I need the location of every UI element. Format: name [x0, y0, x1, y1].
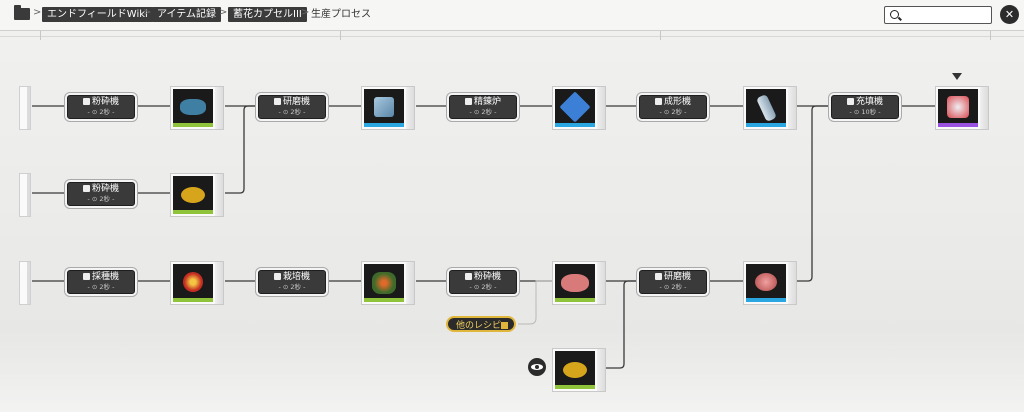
machine-node[interactable]: 栽培機 - ⊙ 2秒 - — [258, 270, 326, 294]
filler-icon — [846, 98, 854, 105]
breadcrumb-current: 生産プロセス — [311, 9, 371, 20]
machine-node[interactable]: 研磨機 - ⊙ 2秒 - — [258, 95, 326, 119]
eye-icon[interactable] — [528, 358, 546, 376]
target-marker-icon — [952, 73, 962, 80]
folder-icon[interactable] — [14, 5, 30, 20]
crusher-icon — [82, 185, 90, 192]
capsule-icon — [947, 96, 969, 118]
machine-duration: - ⊙ 2秒 - — [659, 108, 687, 116]
machine-node[interactable]: 採種機 - ⊙ 2秒 - — [67, 270, 135, 294]
machine-name: 採種機 — [68, 272, 134, 283]
other-recipe-label: 他のレシピ — [456, 321, 502, 331]
furnace-icon — [464, 98, 472, 105]
machine-node[interactable]: 研磨機 - ⊙ 2秒 - — [639, 270, 707, 294]
gold-ore-icon — [563, 362, 587, 378]
planter-icon — [273, 273, 281, 280]
machine-name: 精錬炉 — [450, 97, 516, 108]
machine-name: 充填機 — [832, 97, 898, 108]
breadcrumb-separator: > — [301, 7, 310, 18]
bottle-icon — [756, 93, 777, 123]
cube-icon — [374, 97, 394, 117]
machine-node[interactable]: 粉砕機 - ⊙ 2秒 - — [67, 182, 135, 206]
machine-name: 研磨機 — [259, 97, 325, 108]
machine-node[interactable]: 充填機 - ⊙ 10秒 - — [831, 95, 899, 119]
crusher-icon — [82, 98, 90, 105]
machine-duration: - ⊙ 2秒 - — [278, 108, 306, 116]
ruler-tick — [990, 31, 991, 40]
ruler-tick — [660, 31, 661, 40]
top-bar: > エンドフィールドWiki > アイテム記録 > 蓄花カプセルIII > 生産… — [0, 0, 1024, 31]
seed-picker-icon — [82, 273, 90, 280]
header-divider — [0, 36, 1024, 37]
ground-powder-icon — [755, 273, 777, 291]
item-card[interactable] — [170, 261, 224, 305]
grinder-icon — [273, 98, 281, 105]
breadcrumb-separator: > — [219, 7, 228, 18]
crusher-icon — [464, 273, 472, 280]
search-icon[interactable] — [890, 10, 899, 19]
item-card[interactable] — [552, 261, 606, 305]
molder-icon — [654, 98, 662, 105]
item-card[interactable] — [743, 261, 797, 305]
ground-haze — [0, 330, 1024, 412]
item-card[interactable] — [552, 348, 606, 392]
source-node — [19, 86, 31, 130]
other-recipe-button[interactable]: 他のレシピ — [446, 316, 516, 332]
powder-icon — [561, 274, 589, 292]
machine-duration: - ⊙ 2秒 - — [87, 283, 115, 291]
machine-name: 栽培機 — [259, 272, 325, 283]
machine-duration: - ⊙ 2秒 - — [278, 283, 306, 291]
item-card[interactable] — [743, 86, 797, 130]
machine-duration: - ⊙ 2秒 - — [659, 283, 687, 291]
machine-name: 粉砕機 — [450, 272, 516, 283]
machine-duration: - ⊙ 2秒 - — [87, 195, 115, 203]
machine-duration: - ⊙ 2秒 - — [469, 283, 497, 291]
breadcrumb-separator: > — [143, 7, 152, 18]
item-card[interactable] — [170, 173, 224, 217]
source-node — [19, 261, 31, 305]
machine-node[interactable]: 成形機 - ⊙ 2秒 - — [639, 95, 707, 119]
close-button[interactable]: ✕ — [1000, 5, 1019, 24]
search-input[interactable] — [884, 6, 992, 24]
item-card-target[interactable] — [935, 86, 989, 130]
item-card[interactable] — [552, 86, 606, 130]
machine-name: 成形機 — [640, 97, 706, 108]
machine-node[interactable]: 粉砕機 - ⊙ 2秒 - — [449, 270, 517, 294]
breadcrumb-item-records[interactable]: アイテム記録 — [152, 7, 221, 22]
breadcrumb-wiki[interactable]: エンドフィールドWiki — [42, 7, 153, 22]
item-card[interactable] — [361, 261, 415, 305]
machine-node[interactable]: 精錬炉 - ⊙ 2秒 - — [449, 95, 517, 119]
machine-node[interactable]: 粉砕機 - ⊙ 2秒 - — [67, 95, 135, 119]
recipe-list-icon — [501, 322, 508, 329]
ruler-tick — [340, 31, 341, 40]
gold-ore-icon — [181, 187, 205, 203]
grinder-icon — [654, 273, 662, 280]
machine-duration: - ⊙ 2秒 - — [87, 108, 115, 116]
item-card[interactable] — [361, 86, 415, 130]
crystal-icon — [559, 91, 591, 123]
item-card[interactable] — [170, 86, 224, 130]
source-node — [19, 173, 31, 217]
seed-icon — [183, 272, 203, 292]
machine-name: 研磨機 — [640, 272, 706, 283]
machine-duration: - ⊙ 2秒 - — [469, 108, 497, 116]
ruler-tick — [40, 31, 41, 40]
breadcrumb-item[interactable]: 蓄花カプセルIII — [228, 7, 307, 22]
machine-duration: - ⊙ 10秒 - — [849, 108, 881, 116]
machine-name: 粉砕機 — [68, 97, 134, 108]
plant-icon — [372, 272, 396, 294]
machine-name: 粉砕機 — [68, 184, 134, 195]
ore-icon — [180, 99, 206, 115]
breadcrumb-separator: > — [33, 7, 42, 18]
